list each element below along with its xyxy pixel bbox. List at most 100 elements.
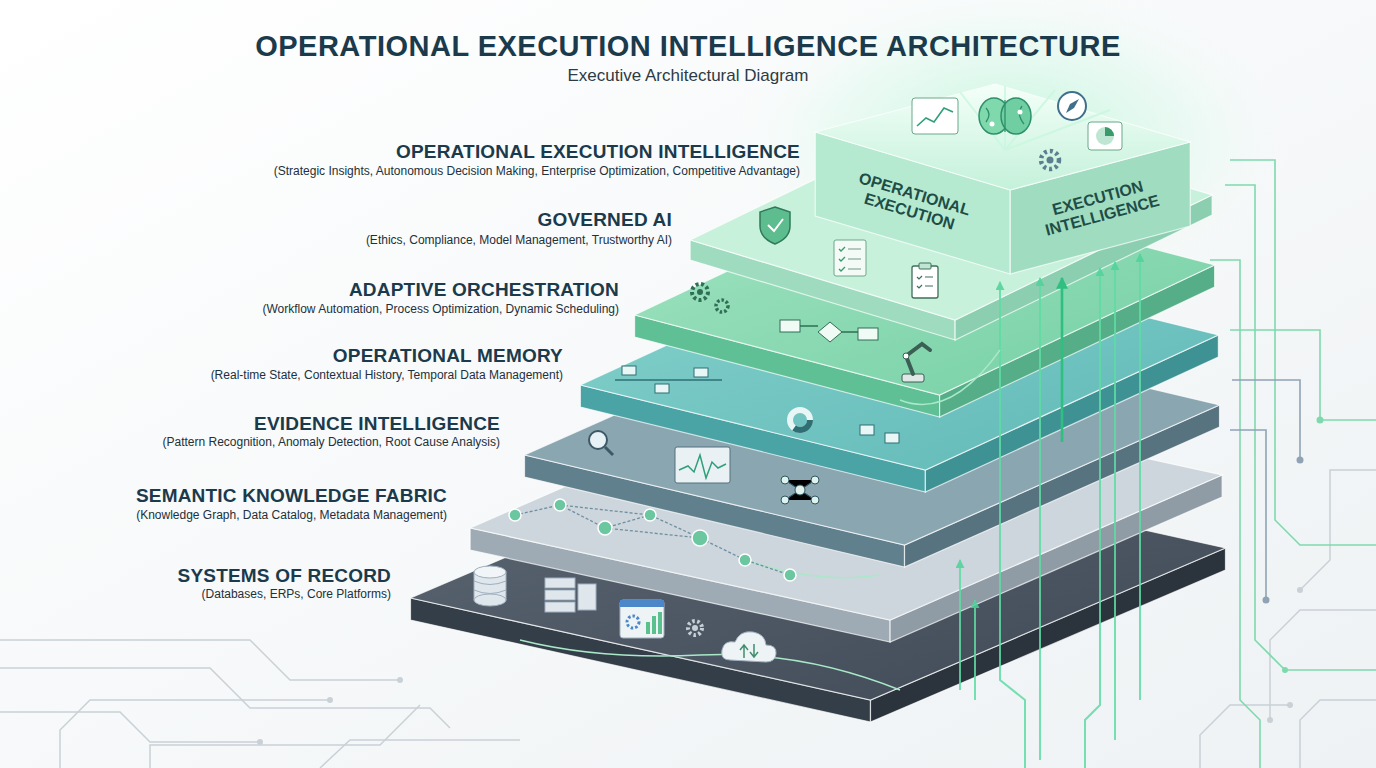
timeline-icon [615,366,722,393]
robot-arm-icon [902,344,930,382]
checklist-panel-icon [834,240,866,276]
compass-icon [1058,92,1086,120]
surface-flow-lines [520,640,900,690]
neural-cluster-icon [781,496,789,504]
knowledge-graph-icon [509,499,796,581]
dashboard-panel-icon [658,612,662,634]
diagram-subtitle: Executive Architectural Diagram [0,66,1376,86]
circuit-traces [1200,705,1290,768]
state-flow-icon [885,433,899,443]
circuit-traces [60,700,330,768]
trace-pads [1267,717,1273,723]
layer-heading: OPERATIONAL MEMORY [333,345,563,367]
database-icon [474,566,506,578]
data-flow-arrow [1061,278,1064,442]
knowledge-graph-icon [692,530,708,546]
layer-description: (Pattern Recognition, Anomaly Detection,… [162,435,500,449]
knowledge-graph-icon [644,509,656,521]
timeline-icon [622,366,636,375]
anomaly-chart-icon [679,455,726,478]
orchestration-gears-icon [697,289,703,295]
layer-heading: OPERATIONAL EXECUTION INTELLIGENCE [396,141,800,163]
layer-description: (Knowledge Graph, Data Catalog, Metadata… [136,508,447,522]
database-icon [474,594,506,606]
donut-chart-icon [790,410,810,430]
circuit-traces [150,705,420,768]
blue-traces [1230,430,1266,600]
robot-arm-icon [902,374,924,382]
apex-light-rays [960,86,1110,150]
knowledge-graph-icon [784,569,796,581]
surface-flow-lines [520,350,1000,690]
shield-icon [760,207,790,244]
circuit-traces [0,640,400,680]
apex-gear-icon [1041,151,1059,169]
apex-chart-panel-icon [912,98,958,134]
rising-data-lines [1085,268,1100,768]
compass-icon [1066,99,1079,113]
checklist-panel-icon [839,247,845,271]
workflow-icon [818,322,842,342]
cloud-sync-icon [722,632,776,662]
gear-icon [692,625,698,631]
green-pads [1282,667,1288,673]
neural-cluster-icon [785,480,815,500]
donut-chart-icon [790,410,810,430]
circuit-traces [1270,610,1376,720]
clipboard-icon [919,263,931,269]
connector-group [1062,278,1063,442]
apex-gear-icon [1047,157,1054,164]
rising-data-lines [960,254,1140,768]
dashboard-panel-icon [620,600,664,638]
rising-data-lines [974,600,976,700]
server-icon [545,590,575,600]
magnifier-icon [605,447,613,455]
neural-cluster-icon [795,485,805,495]
apex-light-rays [960,86,1110,150]
rising-data-lines [959,560,961,690]
cloud-sync-icon [740,644,758,658]
rising-data-lines [1039,278,1041,760]
workflow-icon [800,326,858,332]
apex-block: OPERATIONAL EXECUTION INTELLIGENCE(Strat… [270,80,1194,278]
timeline-icon [694,368,708,377]
circuit-traces [1300,700,1376,768]
diagram-title: OPERATIONAL EXECUTION INTELLIGENCE ARCHI… [0,30,1376,63]
layer-heading: SEMANTIC KNOWLEDGE FABRIC [136,485,447,507]
green-traces [1225,185,1376,670]
clipboard-icon [912,266,938,298]
layer-heading: SYSTEMS OF RECORD [178,565,391,587]
neural-cluster-icon [781,476,819,504]
knowledge-graph-icon [509,499,796,581]
neural-cluster-icon [811,496,819,504]
clipboard-icon [912,263,938,298]
brain-icon [1018,110,1023,115]
surface-flow-lines [745,560,880,578]
pie-chart-icon [1088,122,1122,150]
anomaly-chart-icon [675,447,730,483]
dashboard-panel-icon [627,616,639,628]
dashboard-panel-icon [652,616,656,634]
circuit-traces [0,668,450,728]
green-traces [1230,160,1376,545]
server-icon [578,584,596,610]
trace-pads [1297,587,1303,593]
layer-heading: ADAPTIVE ORCHESTRATION [349,279,619,301]
state-flow-icon [860,425,899,443]
magnifier-icon [589,431,607,449]
database-icon [474,572,506,600]
orchestration-gears-icon [692,284,728,312]
trace-pads [257,739,263,745]
surface-flow-lines [900,350,1000,404]
green-pads [1297,457,1304,464]
timeline-icon [622,366,708,393]
checklist-panel-icon [848,249,861,269]
database-icon [474,566,506,606]
apex-chart-panel-icon [912,98,958,134]
knowledge-graph-icon [515,505,790,575]
trace-pads [327,697,333,703]
orchestration-gears-icon [716,300,728,312]
brain-icon [979,98,1009,134]
